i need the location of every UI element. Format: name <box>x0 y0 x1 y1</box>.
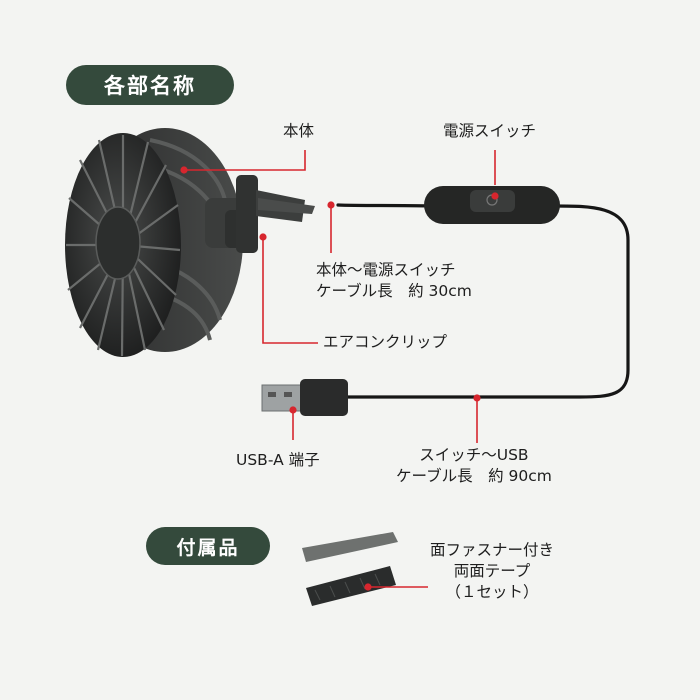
label-tape-line1: 面ファスナー付き <box>430 541 555 559</box>
label-usb-a: USB-A 端子 <box>236 451 320 469</box>
leader-dots <box>180 166 499 591</box>
accessory-tapes <box>302 532 398 606</box>
label-cable-switch-usb: スイッチ〜USB ケーブル長 約 90cm <box>396 445 552 487</box>
cable <box>336 203 630 399</box>
label-power-switch: 電源スイッチ <box>443 122 537 140</box>
parts-section-title: 各部名称 <box>66 65 234 105</box>
label-cable-body-switch-line2: ケーブル長 約 30cm <box>316 282 472 300</box>
cable-switch-to-usb <box>343 204 630 399</box>
accessories-section-title: 付属品 <box>146 527 270 565</box>
label-cable-body-switch: 本体〜電源スイッチ ケーブル長 約 30cm <box>316 260 472 302</box>
label-tape-line3: （１セット） <box>445 583 539 601</box>
label-cable-switch-usb-line1: スイッチ〜USB <box>419 446 529 464</box>
power-switch <box>424 186 560 224</box>
leader-lines <box>184 150 496 588</box>
label-cable-body-switch-line1: 本体〜電源スイッチ <box>316 261 456 279</box>
usb-plug <box>261 379 348 416</box>
label-tape: 面ファスナー付き 両面テープ （１セット） <box>430 540 554 603</box>
fan-body <box>65 128 243 357</box>
label-tape-line2: 両面テープ <box>453 562 531 580</box>
label-cable-switch-usb-line2: ケーブル長 約 90cm <box>396 467 552 485</box>
air-clip <box>205 175 315 253</box>
label-air-clip: エアコンクリップ <box>323 333 448 351</box>
cable-body-to-switch <box>336 203 432 208</box>
label-body: 本体 <box>283 122 315 140</box>
